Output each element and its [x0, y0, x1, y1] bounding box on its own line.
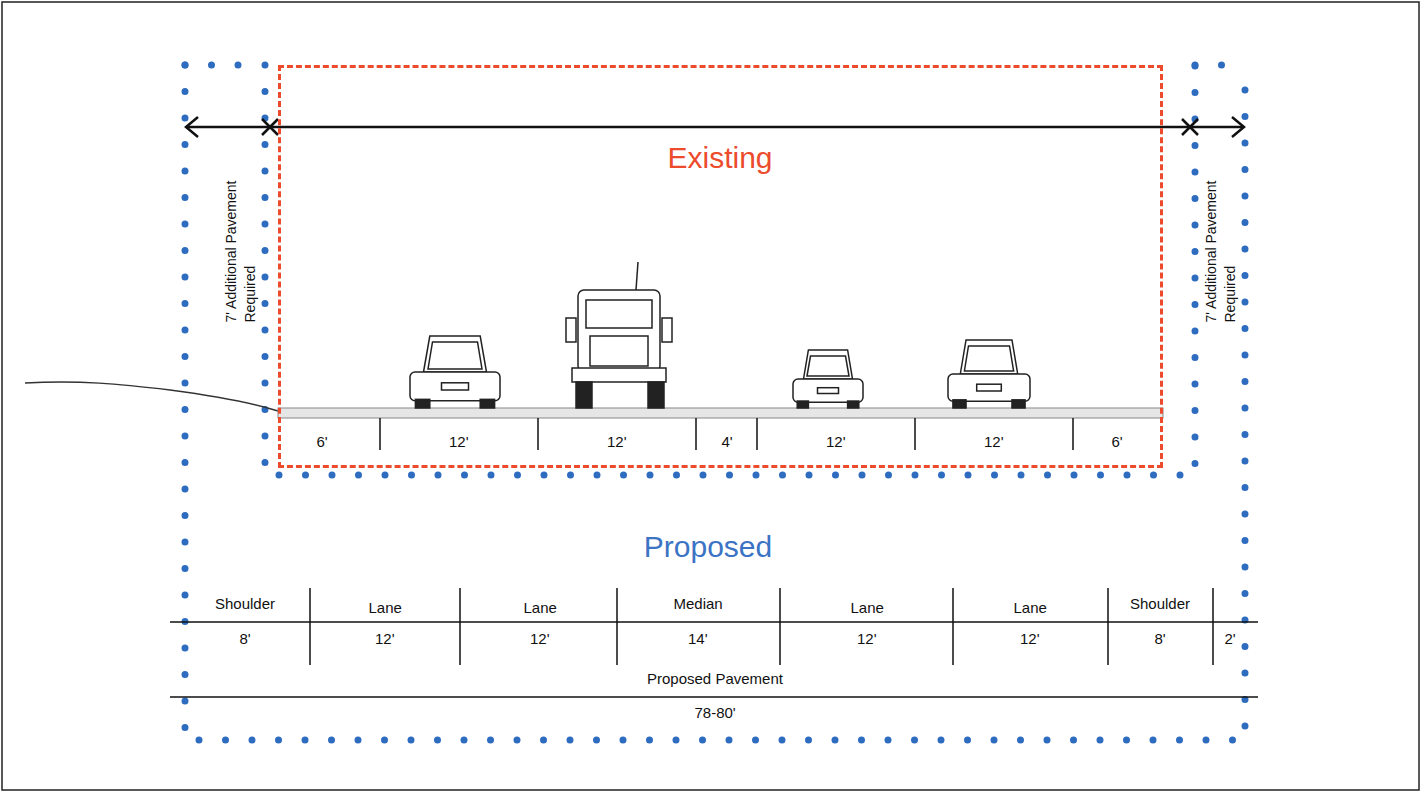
car — [948, 340, 1030, 408]
vehicles — [410, 262, 1030, 408]
outer-dots — [185, 65, 1245, 740]
column-heading: Lane — [368, 599, 403, 617]
column-heading: Lane — [850, 599, 885, 617]
proposed-dotted-outline — [185, 65, 1245, 740]
car-cabin — [424, 336, 487, 372]
column-heading: Shoulder — [1129, 595, 1191, 613]
lane-divider — [914, 418, 916, 450]
lane-divider — [756, 418, 758, 450]
car-body — [948, 374, 1030, 401]
truck-mirror — [566, 318, 576, 342]
table-divider — [459, 588, 461, 665]
car-plate — [977, 384, 1002, 391]
dimension-label: 12' — [529, 630, 551, 648]
total-label: 78-80' — [694, 704, 737, 722]
dimension-label: 12' — [1019, 630, 1041, 648]
car-wheel — [848, 401, 859, 408]
x-mark — [1182, 119, 1198, 135]
table-rule — [170, 696, 1258, 698]
total-label: Proposed Pavement — [646, 670, 784, 688]
truck-stack — [636, 262, 638, 290]
car-wheel — [1012, 400, 1025, 408]
truck-mirror — [662, 318, 672, 342]
car-body — [793, 379, 863, 402]
dimension-label: 12' — [983, 433, 1005, 451]
truck-cab — [578, 290, 660, 372]
table-divider — [779, 588, 781, 665]
car-window — [807, 356, 849, 376]
car-window — [964, 346, 1013, 371]
arrow-head — [186, 117, 198, 137]
car-cabin — [804, 350, 853, 379]
ground-profile — [25, 382, 278, 411]
column-heading: Lane — [523, 599, 558, 617]
car-window — [428, 342, 482, 369]
width-dimension-arrow — [186, 117, 1244, 137]
car-wheel — [480, 399, 494, 408]
dimension-label: 6' — [1111, 433, 1124, 451]
column-heading: Shoulder — [214, 595, 276, 613]
dimension-label: 8' — [239, 630, 252, 648]
column-heading: Median — [673, 595, 724, 613]
lane-divider — [379, 418, 381, 450]
table-divider — [616, 588, 618, 665]
column-heading: Lane — [1013, 599, 1048, 617]
dimension-note: 7' Additional Pavement Required — [1201, 157, 1239, 324]
table-divider — [1107, 588, 1109, 665]
dimension-label: 12' — [606, 433, 628, 451]
lane-divider — [537, 418, 539, 450]
existing-pavement — [278, 408, 1163, 418]
dimension-line — [186, 126, 1244, 129]
car-cabin — [960, 340, 1017, 374]
dimension-note: 7' Additional Pavement Required — [221, 157, 259, 324]
truck-grille — [590, 336, 648, 366]
table-rule — [170, 621, 1258, 623]
car — [410, 336, 500, 408]
car-wheel — [953, 400, 966, 408]
x-mark — [262, 119, 278, 135]
table-divider — [952, 588, 954, 665]
top-dots-right — [1195, 62, 1245, 69]
dimension-label: 2' — [1224, 630, 1237, 648]
car-wheel — [797, 401, 808, 408]
dimension-label: 8' — [1154, 630, 1167, 648]
lane-divider — [695, 418, 697, 450]
dimension-label: 6' — [316, 433, 329, 451]
truck — [566, 262, 672, 408]
dimension-label: 12' — [448, 433, 470, 451]
dimension-label: 12' — [825, 433, 847, 451]
car-body — [410, 372, 500, 401]
dimension-label: 12' — [856, 630, 878, 648]
top-dots-left — [185, 62, 245, 69]
proposed-dimension-table — [170, 588, 1258, 697]
lane-divider — [1072, 418, 1074, 450]
car-wheel — [415, 399, 429, 408]
existing-region: Existing — [278, 65, 1163, 468]
arrow-head — [1232, 117, 1244, 137]
truck-wheel — [648, 382, 664, 408]
table-divider — [309, 588, 311, 665]
dimension-label: 4' — [721, 433, 734, 451]
dimension-label: 14' — [687, 630, 709, 648]
dimension-label: 12' — [374, 630, 396, 648]
car-plate — [442, 383, 469, 390]
region-title: Proposed — [644, 530, 772, 564]
existing-lane-dividers — [380, 418, 1073, 450]
table-divider — [1212, 588, 1214, 665]
car-plate — [818, 388, 839, 394]
truck-wheel — [576, 382, 592, 408]
truck-windshield — [586, 300, 652, 328]
truck-bumper — [572, 368, 666, 382]
car — [793, 350, 863, 408]
proposed-region: Proposed Existing — [183, 65, 1245, 740]
region-title: Existing — [667, 141, 772, 175]
